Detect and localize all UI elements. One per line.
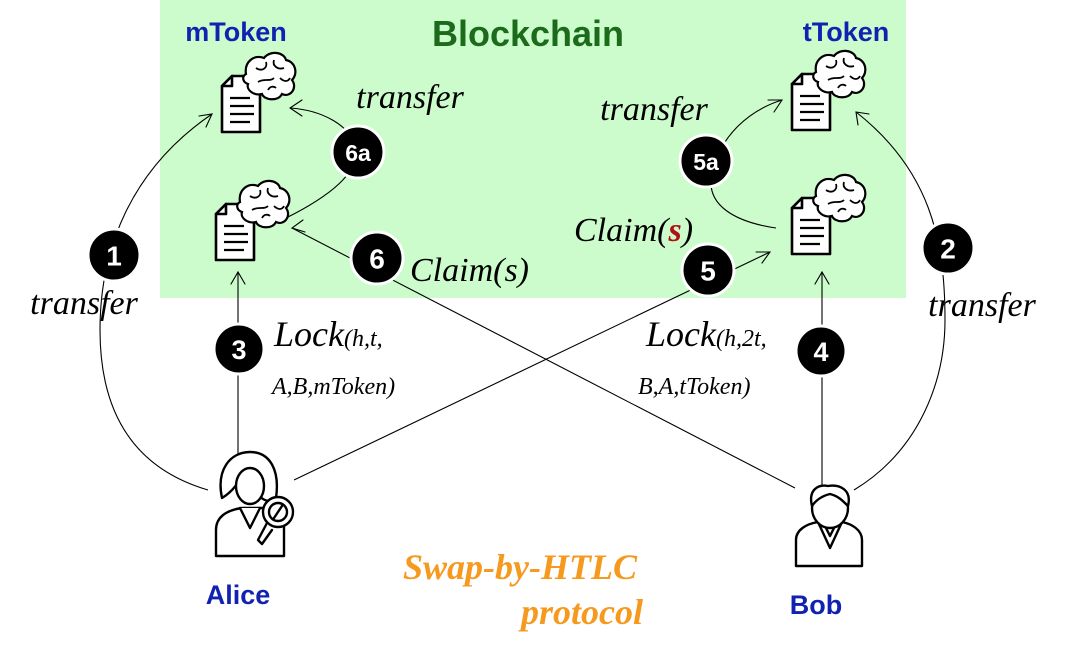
step-6-label: Claim(s) xyxy=(410,252,529,289)
step-1-badge: 1 xyxy=(86,227,142,283)
svg-text:6a: 6a xyxy=(345,140,371,166)
step-5a-label: transfer xyxy=(600,91,708,128)
svg-text:5: 5 xyxy=(700,256,716,287)
step-3-args-line2: A,B,mToken) xyxy=(270,374,395,400)
step-2-label: transfer xyxy=(928,287,1036,324)
step-2-badge: 2 xyxy=(920,220,976,276)
step-3-label: Lock(h,t, xyxy=(273,314,383,354)
arrowhead-6a xyxy=(289,99,303,117)
step-4-args-line2: B,A,tToken) xyxy=(638,374,750,400)
step-6a-badge: 6a xyxy=(330,124,386,180)
svg-text:2: 2 xyxy=(940,234,956,265)
step-6-badge: 6 xyxy=(349,230,405,286)
svg-text:5a: 5a xyxy=(693,149,719,175)
step-5a-badge: 5a xyxy=(678,133,734,189)
step-3-lock: Lock xyxy=(273,314,345,354)
svg-text:1: 1 xyxy=(106,241,122,272)
step-3-args: (h,t, xyxy=(344,326,383,352)
step-6a-label: transfer xyxy=(356,79,464,116)
caption-line1: Swap-by-HTLC xyxy=(403,547,638,587)
step-1-label: transfer xyxy=(30,285,138,322)
edge-bob-to-ttoken xyxy=(853,111,946,491)
bob-avatar-icon xyxy=(794,484,864,568)
step-4-lock: Lock xyxy=(645,314,717,354)
arrowhead-1 xyxy=(198,113,213,128)
arrowhead-5a xyxy=(767,99,784,113)
arrowhead-5 xyxy=(755,251,772,264)
step-5-secret: s xyxy=(667,212,681,249)
svg-text:4: 4 xyxy=(813,337,828,367)
step-5-suffix: ) xyxy=(680,212,693,249)
blockchain-title: Blockchain xyxy=(432,13,624,54)
step-4-badge: 4 xyxy=(794,324,848,378)
bob-label: Bob xyxy=(790,590,842,620)
step-4-label: Lock(h,2t, xyxy=(645,314,767,354)
step-5-label: Claim(s) xyxy=(574,212,693,249)
arrowhead-3 xyxy=(230,270,246,285)
svg-text:6: 6 xyxy=(369,244,385,275)
caption-line2: protocol xyxy=(518,592,643,632)
alice-detective-icon xyxy=(214,450,295,558)
svg-text:3: 3 xyxy=(231,335,246,365)
mtoken-label: mToken xyxy=(185,17,287,47)
blockchain-region xyxy=(160,0,906,298)
arrowhead-6 xyxy=(290,219,306,233)
step-5-badge: 5 xyxy=(680,242,736,298)
arrowhead-2 xyxy=(855,111,870,126)
arrowhead-4 xyxy=(814,270,830,285)
alice-label: Alice xyxy=(206,580,271,610)
step-4-args: (h,2t, xyxy=(716,326,767,352)
ttoken-label: tToken xyxy=(803,17,890,47)
edge-alice-to-mtoken xyxy=(99,113,213,491)
step-3-badge: 3 xyxy=(212,322,266,376)
step-5-prefix: Claim( xyxy=(574,212,671,249)
